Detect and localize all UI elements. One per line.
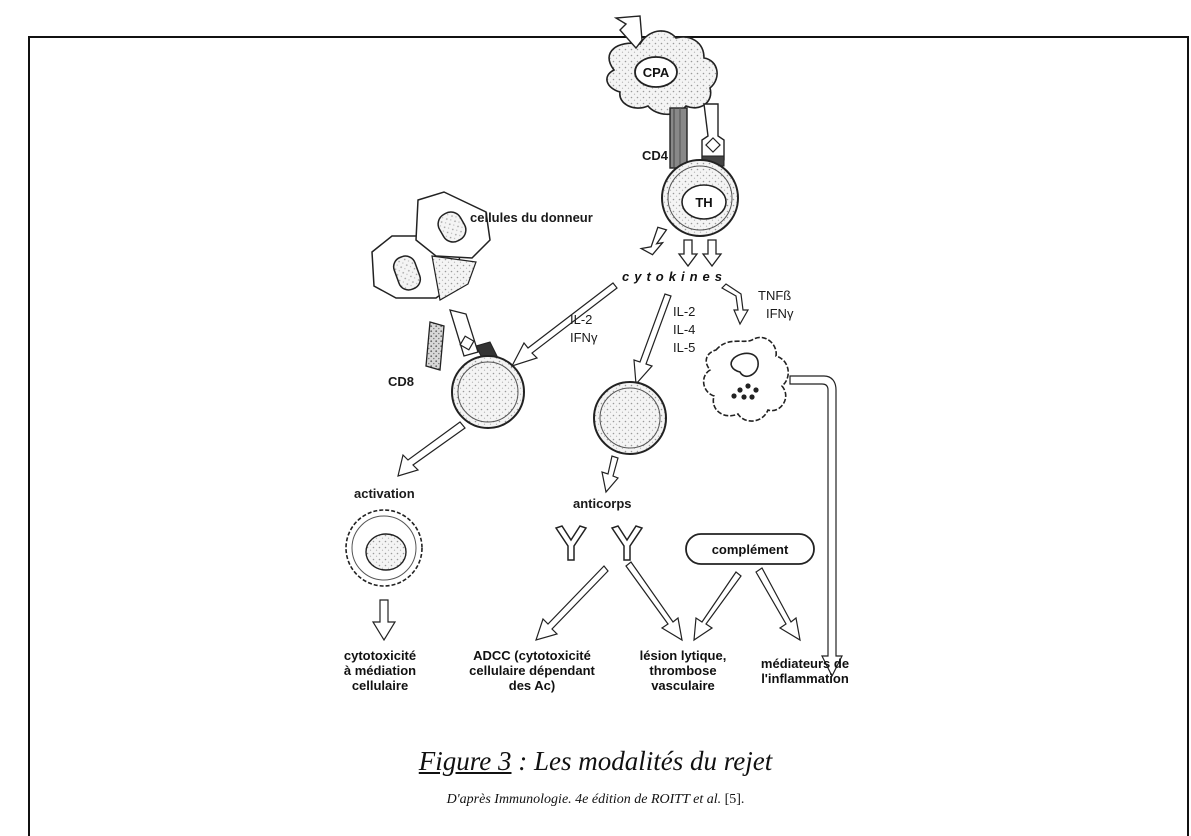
complement-label: complément [712, 542, 789, 557]
svg-text:vasculaire: vasculaire [651, 678, 715, 693]
activation-label: activation [354, 486, 415, 501]
outcome-cytotoxicity: cytotoxicité à médiation cellulaire [344, 648, 416, 693]
il2-left: IL-2 [570, 312, 592, 327]
figure-frame [28, 36, 1189, 836]
macrophage [702, 336, 789, 422]
ifng-left: IFNγ [570, 330, 598, 345]
cd4-label: CD4 [642, 148, 669, 163]
arrows-antibodies-to-outcomes [535, 561, 683, 642]
arrow-cytokines-to-macrophage [721, 283, 750, 326]
arrow-b-cell-to-antibodies [601, 455, 620, 494]
source-ref: [5]. [721, 792, 745, 807]
il5-mid: IL-5 [673, 340, 695, 355]
antibodies [554, 525, 644, 561]
antibodies-label: anticorps [573, 496, 632, 511]
th-cell: TH [661, 159, 739, 237]
ifng-right: IFNγ [766, 306, 794, 321]
rejection-diagram: CPA CD4 TH cytokines cellules du donneur [344, 15, 849, 693]
th-label: TH [695, 195, 712, 210]
arrow-to-cytotoxicity [371, 599, 397, 642]
arrow-macrophage-to-mediators [789, 375, 843, 678]
donor-cells-label: cellules du donneur [470, 210, 593, 225]
arrow-cd8-to-activation [397, 421, 466, 477]
svg-text:à médiation: à médiation [344, 663, 416, 678]
svg-text:ADCC (cytotoxicité: ADCC (cytotoxicité [473, 648, 591, 663]
cd4-tcr-connector [669, 103, 725, 169]
th-output-arrows [639, 226, 723, 268]
arrow-cytokines-to-b-cell [633, 293, 672, 386]
svg-text:thrombose: thrombose [649, 663, 716, 678]
il2-mid: IL-2 [673, 304, 695, 319]
cytokines-label: cytokines [622, 269, 727, 284]
arrow-cytokines-to-cd8 [510, 282, 618, 368]
activated-cytotoxic-cell [345, 509, 423, 587]
outcome-lysis: lésion lytique, thrombose vasculaire [640, 648, 727, 693]
cd8-t-cell [451, 355, 525, 429]
cd8-label: CD8 [388, 374, 414, 389]
complement-box: complément [685, 533, 815, 565]
b-cell [593, 381, 667, 455]
figure-source: D'après Immunologie. 4e édition de ROITT… [0, 792, 1191, 808]
outcome-mediators: médiateurs de l'inflammation [761, 656, 849, 686]
il4-mid: IL-4 [673, 322, 695, 337]
svg-text:cellulaire: cellulaire [352, 678, 408, 693]
svg-text:l'inflammation: l'inflammation [761, 671, 849, 686]
cpa-label: CPA [643, 65, 670, 80]
svg-text:des Ac): des Ac) [509, 678, 555, 693]
outcome-adcc: ADCC (cytotoxicité cellulaire dépendant … [469, 648, 595, 693]
cpa-cell: CPA [606, 15, 718, 116]
figure-title-text: : Les modalités du rejet [511, 746, 773, 776]
donor-cells [371, 191, 491, 301]
arrows-complement-to-outcomes [693, 567, 801, 642]
tnfb-right: TNFß [758, 288, 791, 303]
source-text: D'après Immunologie. 4e édition de ROITT… [446, 792, 722, 807]
svg-text:médiateurs de: médiateurs de [761, 656, 849, 671]
svg-text:lésion lytique,: lésion lytique, [640, 648, 727, 663]
figure-number: Figure 3 [418, 746, 512, 776]
svg-text:cytotoxicité: cytotoxicité [344, 648, 416, 663]
figure-title: Figure 3 : Les modalités du rejet [0, 746, 1191, 777]
svg-text:cellulaire dépendant: cellulaire dépendant [469, 663, 595, 678]
